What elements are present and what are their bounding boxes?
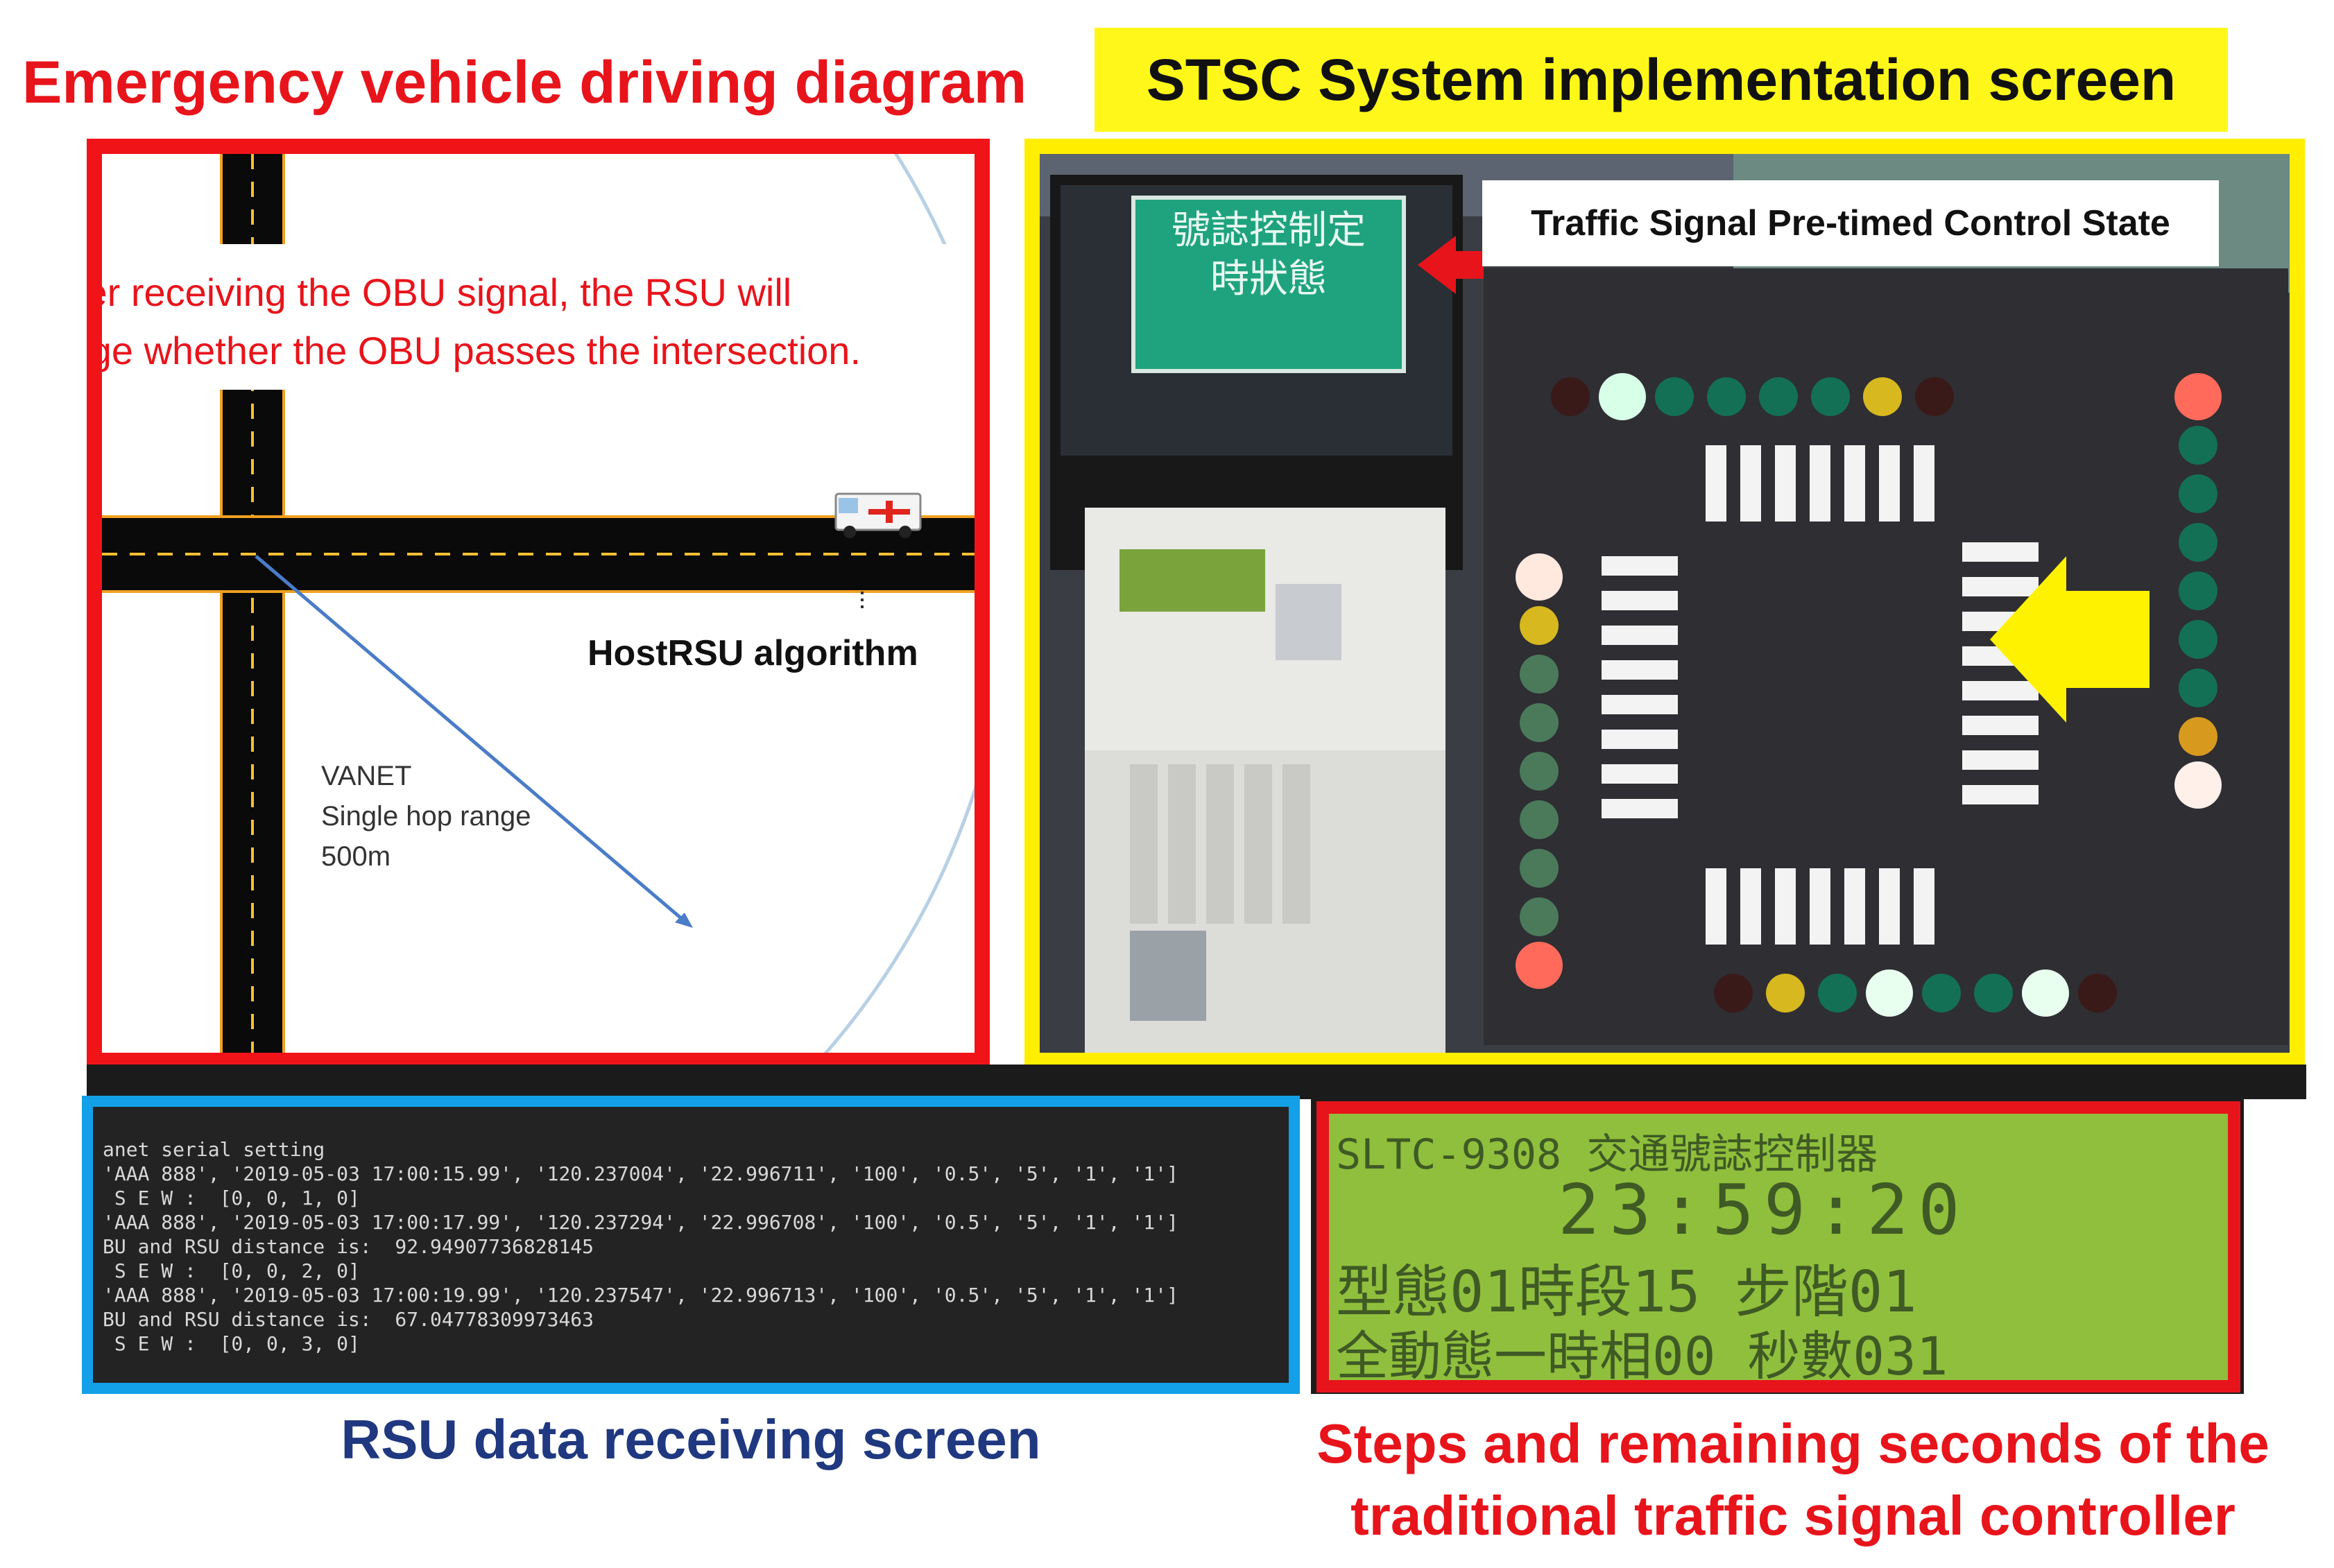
terminal-line: S E W : [0, 0, 2, 0] [103, 1259, 360, 1282]
top-signal-lights [1551, 373, 1954, 420]
lcd-line-3: 型態01時段15 步階01 [1336, 1259, 1917, 1325]
terminal-strip [87, 1065, 2306, 1099]
range-arrow [255, 555, 687, 924]
terminal-line: S E W : [0, 0, 3, 0] [103, 1332, 360, 1355]
range-label-line-1: VANET [321, 761, 412, 791]
range-label-line-3: 500m [321, 841, 391, 872]
annotation-line-2: judge whether the OBU passes the interse… [87, 329, 861, 372]
bottom-signal-lights [1714, 970, 2117, 1017]
monitor-text-line-2: 時狀態 [1210, 257, 1327, 300]
terminal-line: 'AAA 888', '2019-05-03 17:00:15.99', '12… [103, 1162, 1178, 1185]
rsu-terminal: anet serial setting 'AAA 888', '2019-05-… [82, 1096, 1300, 1394]
monitor-text-line-1: 號誌控制定 [1172, 208, 1366, 252]
terminal-line: BU and RSU distance is: 67.0477830997346… [103, 1308, 594, 1331]
lcd-line-1: SLTC-9308 交通號誌控制器 [1336, 1130, 1878, 1179]
controller-caption-line-1: Steps and remaining seconds of the [1316, 1413, 2269, 1474]
left-signal-lights [1516, 553, 1563, 989]
callout-arrow-icon [1418, 236, 1484, 294]
range-label-line-2: Single hop range [321, 801, 531, 832]
monitor-text: 號誌控制定 時狀態 [1133, 206, 1404, 303]
terminal-line: anet serial setting [103, 1138, 325, 1161]
lcd-line-4: 全動態一時相00 秒數031 [1336, 1325, 1948, 1387]
annotation-line-1: After receiving the OBU signal, the RSU … [87, 270, 792, 314]
right-signal-lights [2174, 373, 2222, 809]
rsu-caption: RSU data receiving screen [341, 1408, 1041, 1470]
controller-caption: Steps and remaining seconds of the tradi… [1262, 1408, 2324, 1552]
obu-annotation: After receiving the OBU signal, the RSU … [87, 264, 861, 380]
ambulance-icon [834, 492, 922, 538]
diagram-title: Emergency vehicle driving diagram [22, 49, 1027, 116]
terminal-output: anet serial setting 'AAA 888', '2019-05-… [103, 1137, 1178, 1356]
terminal-line: 'AAA 888', '2019-05-03 17:00:19.99', '12… [103, 1284, 1178, 1307]
lcd-time: 23:59:20 [1558, 1169, 1970, 1250]
stsc-photo [1040, 154, 2290, 1053]
direction-arrow-icon [1990, 556, 2149, 723]
controller-lcd: SLTC-9308 交通號誌控制器 23:59:20 型態01時段15 步階01… [1316, 1101, 2240, 1393]
diagram-panel: After receiving the OBU signal, the RSU … [87, 139, 990, 1068]
terminal-line: S E W : [0, 0, 1, 0] [103, 1187, 360, 1209]
algorithm-label: HostRSU algorithm [587, 633, 918, 673]
stsc-title: STSC System implementation screen [1095, 28, 2228, 132]
range-label: VANET Single hop range 500m [321, 756, 531, 877]
controller-caption-line-2: traditional traffic signal controller [1350, 1485, 2236, 1547]
stsc-photo-panel: 號誌控制定 時狀態 Traffic Signal Pre-timed Contr… [1024, 139, 2305, 1068]
pretimed-state-callout: Traffic Signal Pre-timed Control State [1482, 180, 2219, 266]
terminal-line: 'AAA 888', '2019-05-03 17:00:17.99', '12… [103, 1211, 1178, 1234]
terminal-line: BU and RSU distance is: 92.9490773682814… [103, 1235, 594, 1258]
